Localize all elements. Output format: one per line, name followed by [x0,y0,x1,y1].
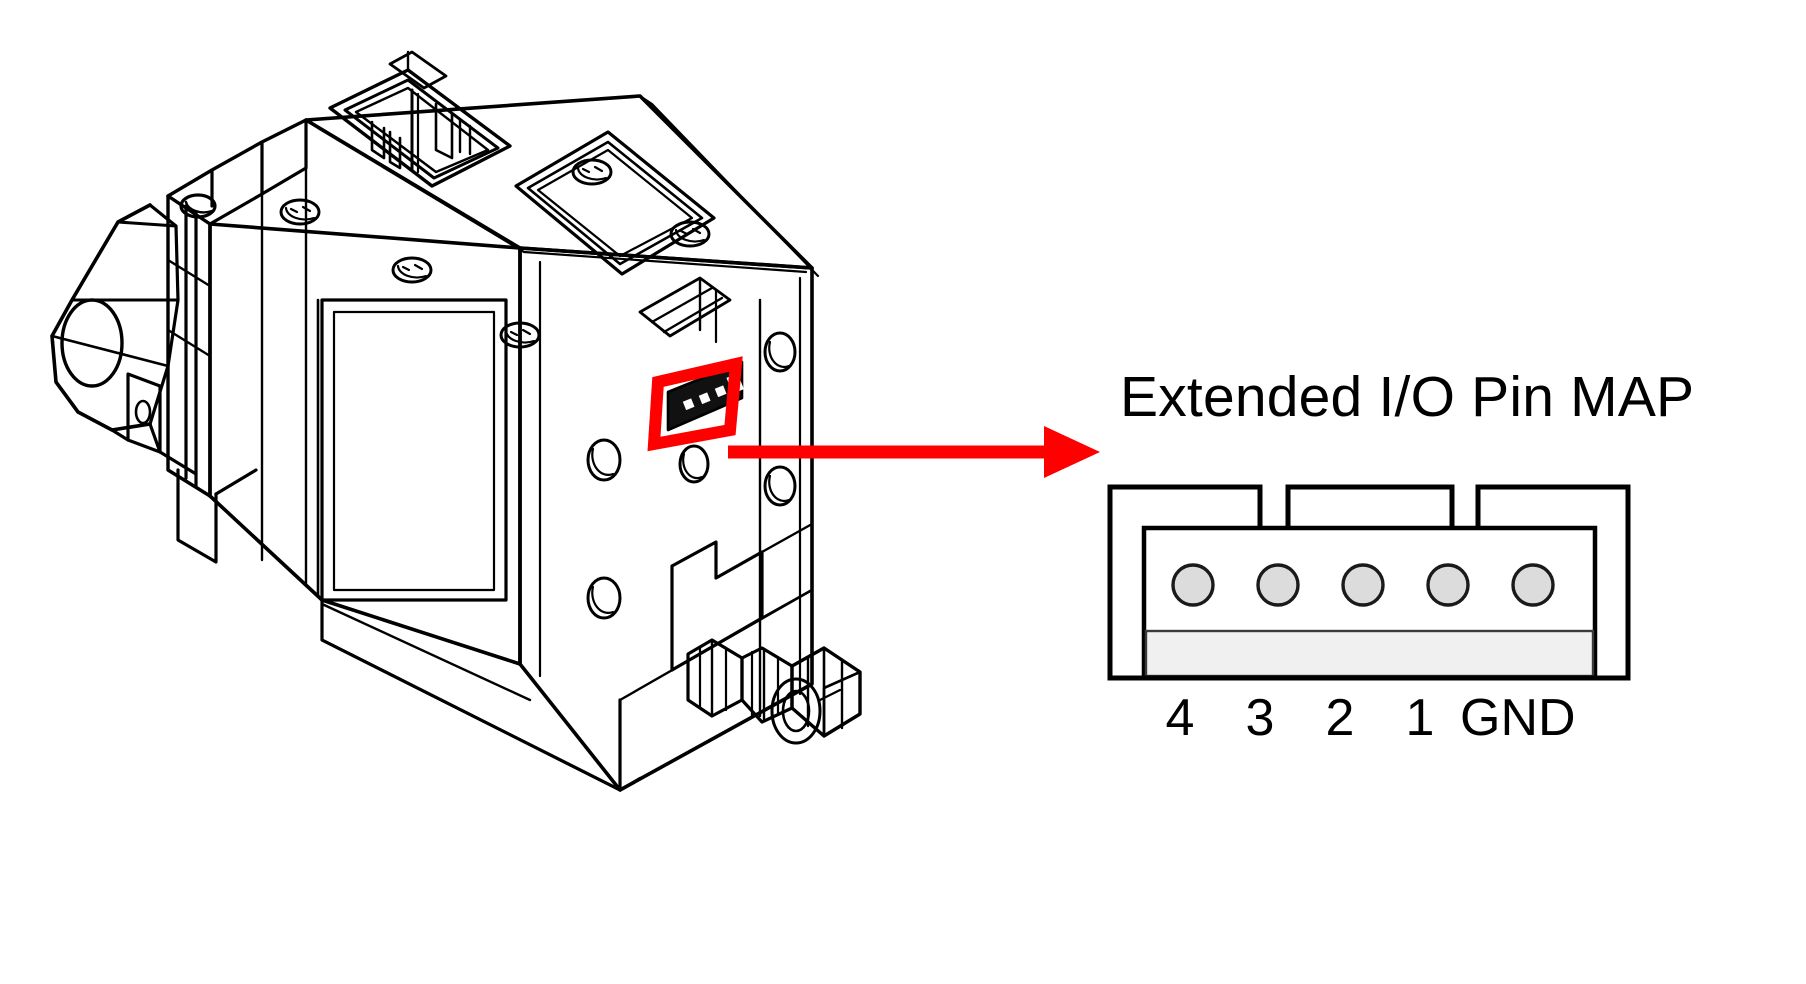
cable-gland-connector [686,638,862,745]
pin-label-4: 4 [1165,689,1195,747]
pin-contact[interactable] [1341,563,1385,607]
pin-contact[interactable] [1171,563,1215,607]
pin-label-gnd: GND [1460,689,1576,747]
vent-rib-band [638,276,732,344]
pin-label-2: 2 [1325,689,1355,747]
pin-contact[interactable] [1426,563,1470,607]
pin-label-3: 3 [1245,689,1275,747]
housing-bottom-step [670,522,814,672]
pin-contact[interactable] [1256,563,1300,607]
pin-contacts [1171,563,1555,607]
housing-base-edges [320,602,642,792]
round-indicator-port [678,444,710,484]
connector-base-strip [1144,629,1595,678]
pin-label-1: 1 [1405,689,1435,747]
callout-arrow [728,426,1100,478]
recessed-label-plate [514,130,716,276]
pin-contact[interactable] [1511,563,1555,607]
io-port-highlight-box [647,356,743,452]
housing-left-shoulder [166,118,308,226]
top-rj45-port [328,50,512,188]
pin-label-row: 4 3 2 1 GND [1140,692,1640,752]
pinmap-title: Extended I/O Pin MAP [1120,365,1695,429]
